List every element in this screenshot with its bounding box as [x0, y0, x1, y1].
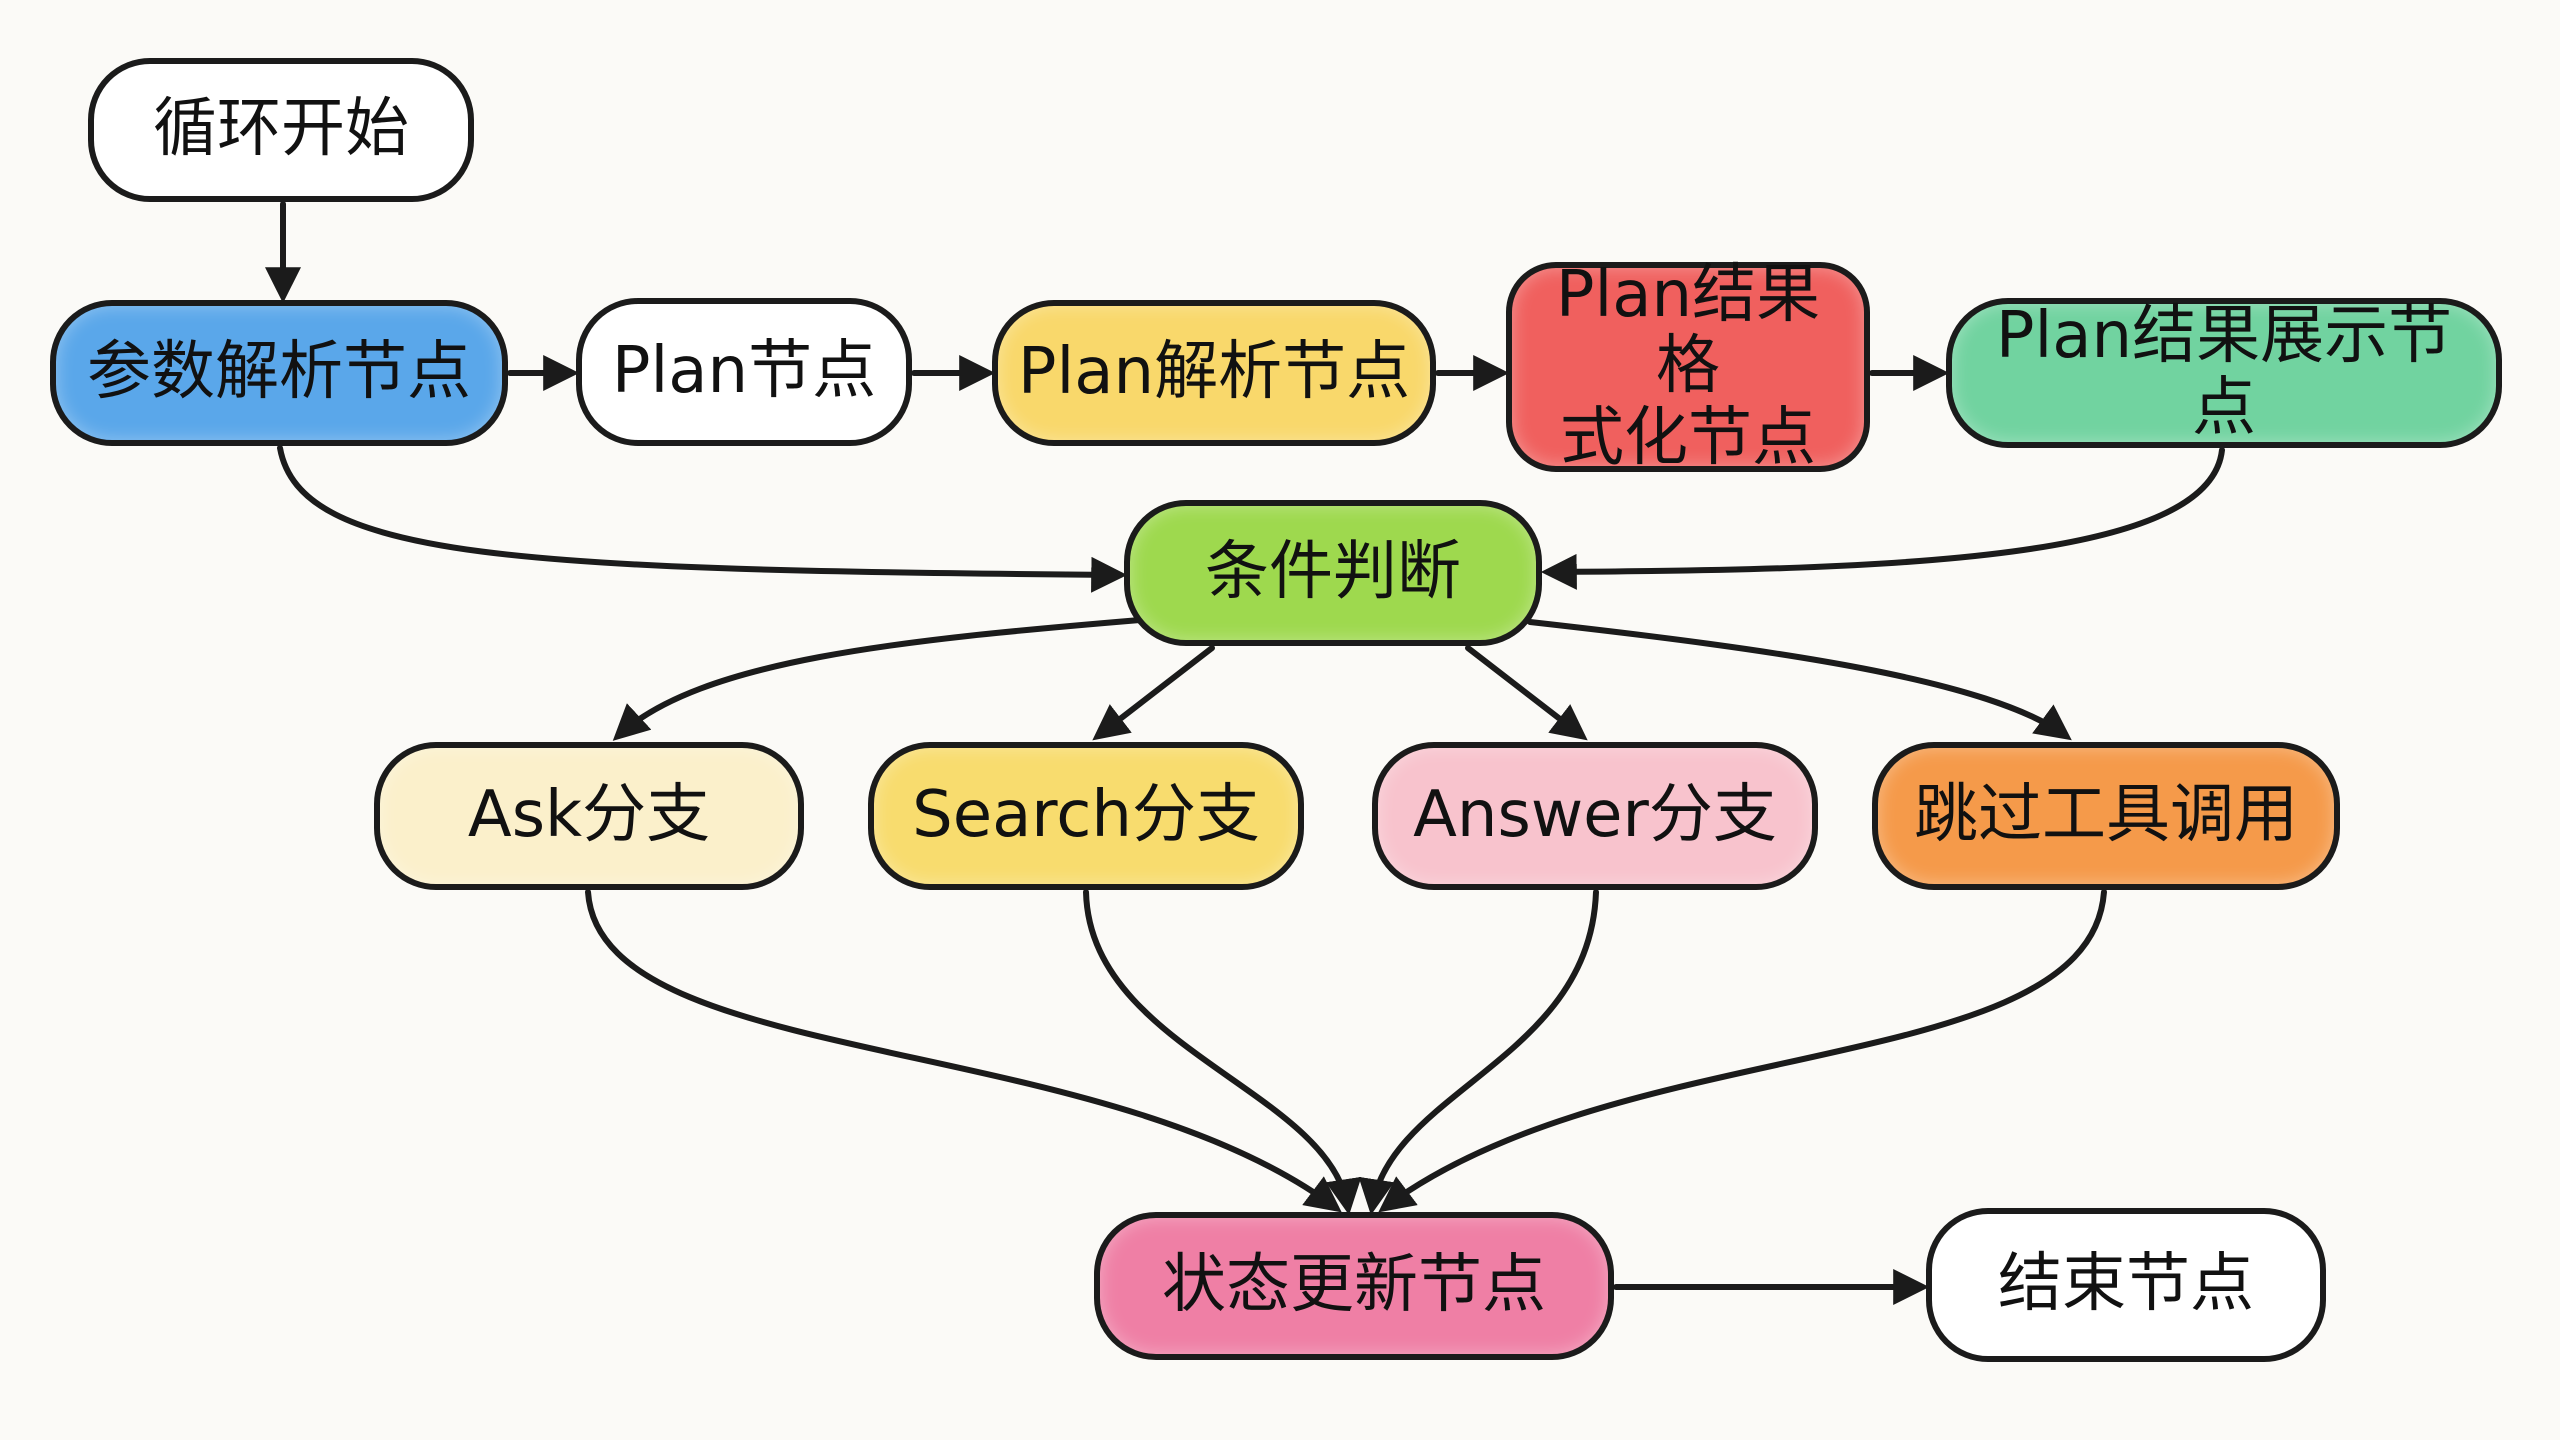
edge-plan_show-to-condition — [1540, 447, 2225, 590]
edge-condition-to-skip — [1527, 619, 2072, 741]
node-loop-start[interactable]: 循环开始 — [88, 58, 474, 202]
node-param-parse[interactable]: 参数解析节点 — [50, 300, 508, 446]
node-plan[interactable]: Plan节点 — [576, 298, 912, 446]
edge-answer-to-state_update — [1358, 889, 1599, 1216]
node-end[interactable]: 结束节点 — [1926, 1208, 2326, 1362]
edge-ask-to-state_update — [585, 889, 1342, 1213]
node-plan-format[interactable]: Plan结果格 式化节点 — [1506, 257, 1870, 475]
node-label: 跳过工具调用 — [1914, 778, 2298, 853]
node-plan-parse[interactable]: Plan解析节点 — [992, 300, 1436, 446]
edge-condition-to-search — [1092, 645, 1215, 741]
edge-param_parse-to-condition — [277, 445, 1128, 593]
node-ask-branch[interactable]: Ask分支 — [374, 742, 804, 890]
node-label: Plan解析节点 — [1017, 335, 1411, 410]
edge-condition-to-ask — [612, 617, 1143, 741]
node-label: 结束节点 — [1998, 1247, 2254, 1322]
node-state-update[interactable]: 状态更新节点 — [1094, 1212, 1614, 1360]
node-search-branch[interactable]: Search分支 — [868, 742, 1304, 890]
node-label: 循环开始 — [153, 92, 409, 167]
edge-condition-to-answer — [1465, 645, 1588, 741]
node-label: Search分支 — [912, 778, 1260, 853]
node-label: Ask分支 — [467, 778, 711, 853]
node-label-line-2: 式化节点 — [1560, 400, 1816, 475]
edge-skip-to-state_update — [1378, 889, 2107, 1213]
node-label: Answer分支 — [1413, 778, 1777, 853]
node-answer-branch[interactable]: Answer分支 — [1372, 742, 1818, 890]
node-label: 条件判断 — [1205, 535, 1461, 610]
node-plan-show[interactable]: Plan结果展示节点 — [1946, 298, 2502, 448]
node-skip-tool-call[interactable]: 跳过工具调用 — [1872, 742, 2340, 890]
edge-search-to-state_update — [1083, 889, 1362, 1216]
node-label-line-1: Plan结果格 — [1555, 257, 1821, 404]
node-condition[interactable]: 条件判断 — [1124, 500, 1542, 646]
node-label: Plan结果展示节点 — [1995, 299, 2453, 445]
node-label-multiline: Plan结果格 式化节点 — [1530, 257, 1846, 475]
node-label: Plan节点 — [611, 334, 877, 409]
node-label: 状态更新节点 — [1162, 1248, 1546, 1323]
node-label: 参数解析节点 — [87, 335, 471, 410]
